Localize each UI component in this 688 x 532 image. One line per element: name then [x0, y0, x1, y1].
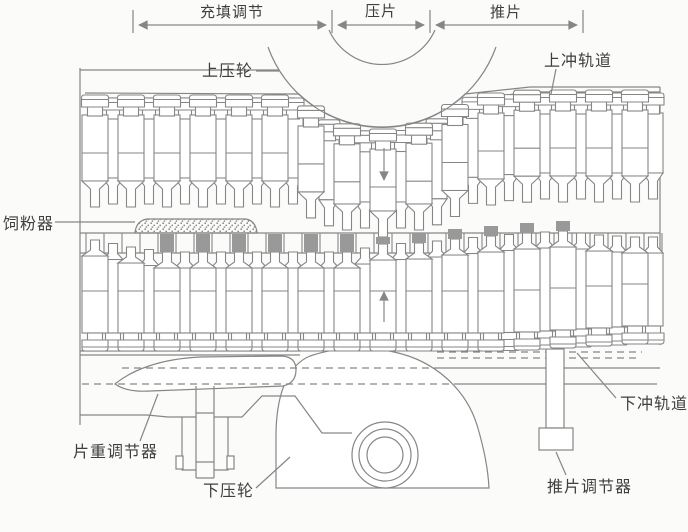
zone-label-press: 压片 — [365, 2, 397, 20]
upper-punch — [584, 89, 614, 203]
powder-filled-die — [304, 234, 318, 252]
upper-pressure-wheel — [267, 29, 497, 128]
label-lower-wheel: 下压轮 — [203, 481, 254, 500]
lower-punch — [224, 251, 254, 352]
upper-punch — [404, 122, 434, 231]
lower-punch — [332, 251, 362, 352]
powder-filled-die — [196, 234, 210, 252]
compressed-tablet — [376, 237, 390, 244]
label-lower-track: 下冲轨道 — [620, 394, 688, 413]
upper-punch-row — [80, 89, 665, 238]
ejecting-tablet — [556, 221, 570, 231]
lower-punch — [296, 251, 326, 352]
weight-adjuster-screw — [175, 386, 235, 479]
lower-punch — [80, 239, 110, 352]
upper-punch — [368, 128, 398, 238]
zone-label-eject: 推片 — [490, 3, 522, 21]
upper-punch — [512, 89, 542, 203]
zone-dimension-lines — [132, 10, 584, 33]
powder-filled-die — [160, 234, 174, 252]
feeder-powder-heap — [134, 218, 258, 234]
powder-filled-die — [340, 234, 354, 252]
lower-wheel-hub — [351, 421, 419, 489]
weight-adjuster-cam — [114, 355, 297, 392]
powder-filled-die — [232, 234, 246, 252]
eject-adjuster-post — [538, 348, 574, 451]
powder-filled-die — [268, 234, 282, 252]
lower-punch — [584, 234, 614, 347]
upper-punch — [476, 92, 506, 206]
lower-punch — [368, 243, 398, 352]
leader-lines — [139, 68, 617, 489]
lower-punch — [512, 232, 542, 351]
lower-punch — [404, 242, 434, 352]
label-weight-adjuster: 片重调节器 — [73, 442, 158, 461]
ejecting-tablet — [448, 229, 462, 239]
label-eject-adjuster: 推片调节器 — [547, 477, 632, 496]
lower-punch — [548, 230, 578, 349]
lower-punch-row — [80, 230, 665, 352]
label-upper-wheel: 上压轮 — [202, 61, 253, 80]
upper-punch — [80, 94, 110, 208]
upper-punch — [224, 94, 254, 208]
label-upper-track: 上冲轨道 — [544, 51, 612, 70]
lower-punch — [152, 251, 182, 352]
upper-punch — [188, 94, 218, 208]
upper-punch — [116, 94, 146, 208]
ejecting-tablet — [520, 223, 534, 233]
ejecting-tablet — [412, 233, 426, 243]
lower-punch — [260, 251, 290, 352]
upper-punch — [620, 89, 650, 203]
label-feeder: 饲粉器 — [3, 214, 54, 233]
lower-punch — [620, 236, 650, 345]
lower-punch — [440, 238, 470, 352]
upper-punch — [548, 89, 578, 203]
lower-punch — [188, 251, 218, 352]
upper-punch — [260, 94, 290, 208]
upper-punch — [332, 123, 362, 231]
upper-punch — [152, 94, 182, 208]
lower-punch — [476, 235, 506, 352]
upper-punch — [296, 105, 326, 219]
zone-label-fill: 充填调节 — [200, 3, 264, 21]
powder-and-tablets — [160, 221, 570, 252]
lower-punch — [116, 246, 146, 352]
ejecting-tablet — [484, 226, 498, 236]
